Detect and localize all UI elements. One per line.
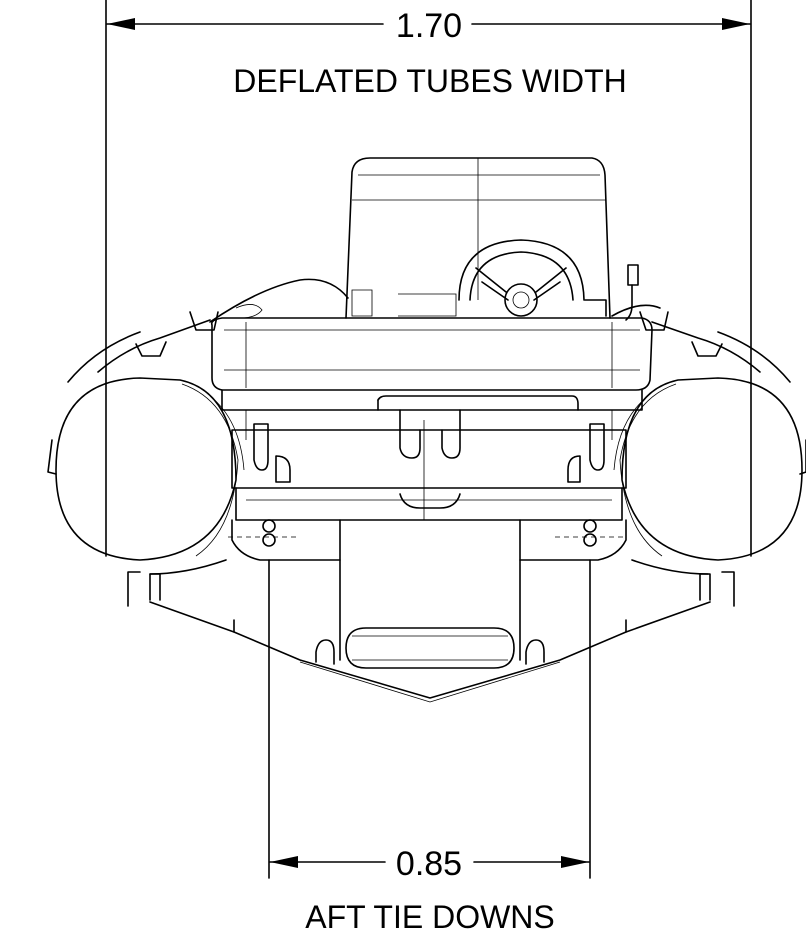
antenna-icon: [625, 264, 639, 321]
tube-right: [613, 311, 806, 575]
tie-down-right-icon: [555, 519, 625, 547]
steering-wheel-icon: [458, 239, 585, 317]
tubes-width-dimension: 1.70 DEFLATED TUBES WIDTH: [105, 0, 752, 557]
transom: [231, 420, 627, 521]
hull: [127, 519, 735, 703]
tie-downs-label: AFT TIE DOWNS: [305, 899, 555, 935]
tie-downs-dimension: 0.85 AFT TIE DOWNS: [268, 559, 591, 935]
drain-slot-icon: [345, 627, 515, 669]
tow-handle-left: [253, 423, 291, 483]
tubes-width-value: 1.70: [396, 7, 462, 45]
aft-bench: [210, 317, 653, 391]
tie-downs-value: 0.85: [396, 845, 462, 883]
boat-outline: [47, 157, 806, 703]
tie-down-left-icon: [228, 519, 300, 547]
tow-handle-right: [567, 423, 605, 483]
windshield: [345, 157, 611, 319]
tube-left: [47, 311, 245, 575]
tubes-width-label: DEFLATED TUBES WIDTH: [233, 63, 627, 99]
